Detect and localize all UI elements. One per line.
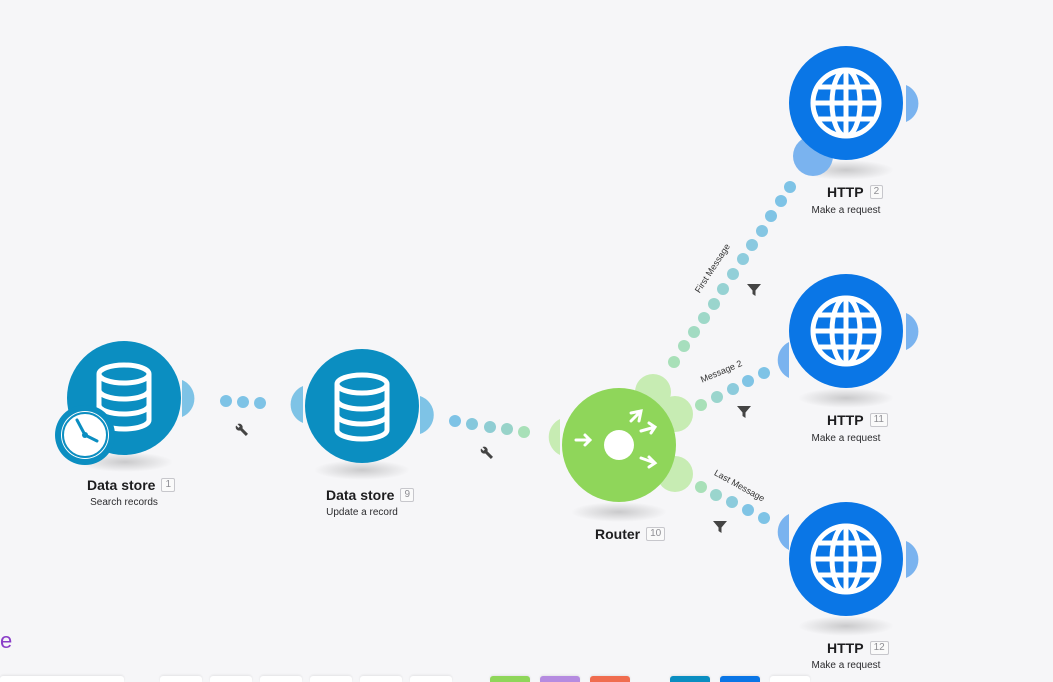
module-id-badge: 2 [869,185,884,199]
module-id-badge: 10 [646,527,666,541]
module-id-badge: 9 [400,488,415,502]
module-name: Data store [87,477,156,493]
module-id-badge: 12 [869,641,889,655]
toolbar-button[interactable] [210,676,252,682]
filter-icon[interactable] [737,406,751,418]
toolbar-button[interactable] [310,676,352,682]
module-data-store-9[interactable] [290,349,434,480]
module-router[interactable] [548,374,693,522]
database-icon [334,372,390,442]
toolbar-button[interactable] [670,676,710,682]
module-name: Router [595,526,641,542]
filter-icon[interactable] [713,521,727,533]
toolbar-button[interactable] [540,676,580,682]
module-http-12[interactable] [777,502,919,636]
route-message-2[interactable] [695,367,770,411]
toolbar-button[interactable] [720,676,760,682]
module-id-badge: 1 [161,478,176,492]
module-data-store-1[interactable] [55,341,195,472]
module-subtitle-http2: Make a request [811,205,881,216]
clock-icon [55,405,115,465]
module-title-router: Router 10 [595,526,666,542]
module-name: HTTP [827,412,864,428]
module-title-ds9: Data store 9 [326,487,415,503]
connector-ds9-router[interactable] [449,415,530,438]
toolbar-button[interactable] [770,676,810,682]
toolbar-button[interactable] [260,676,302,682]
bottom-toolbar [0,676,1053,682]
module-subtitle-http12: Make a request [811,660,881,671]
toolbar-button[interactable] [160,676,202,682]
module-subtitle-ds9: Update a record [326,507,398,518]
module-name: HTTP [827,184,864,200]
toolbar-button[interactable] [410,676,452,682]
wrench-icon[interactable] [479,445,495,461]
module-name: Data store [326,487,395,503]
globe-icon [810,523,882,595]
toolbar-button[interactable] [590,676,630,682]
globe-icon [810,295,882,367]
module-http-2[interactable] [789,46,919,180]
route-first-message[interactable] [668,181,796,368]
module-title-http2: HTTP 2 [827,184,884,200]
module-http-11[interactable] [777,274,919,408]
module-id-badge: 11 [869,413,888,427]
module-title-http12: HTTP 12 [827,640,889,656]
module-subtitle-http11: Make a request [811,433,881,444]
wrench-icon[interactable] [234,422,250,438]
module-name: HTTP [827,640,864,656]
module-title-ds1: Data store 1 [87,477,176,493]
partial-text: ce [0,628,14,653]
toolbar-button[interactable] [360,676,402,682]
connector-ds1-ds9[interactable] [220,395,266,409]
filter-icon[interactable] [747,284,761,296]
route-last-message[interactable] [695,481,770,524]
module-title-http11: HTTP 11 [827,412,888,428]
module-subtitle-ds1: Search records [90,497,158,508]
router-icon [574,409,658,469]
globe-icon [810,67,882,139]
toolbar-button[interactable] [490,676,530,682]
toolbar-button[interactable] [0,676,124,682]
